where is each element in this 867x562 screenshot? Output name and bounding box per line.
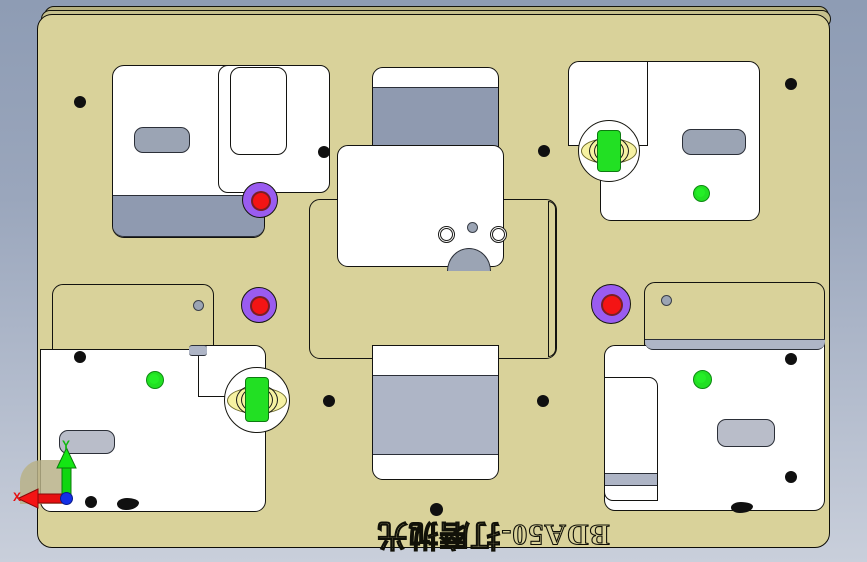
plate-engraving-label: BDA50-打磨抛光: [376, 517, 610, 551]
fixture-top-left-slot[interactable]: [134, 127, 190, 153]
y-axis-label: Y: [62, 438, 71, 452]
clamp-bottom-left-jaw[interactable]: [245, 377, 269, 422]
target-pin-lower-left-core: [251, 297, 269, 315]
clamp-top-right[interactable]: [578, 120, 640, 182]
center-bore-left-inner: [440, 228, 453, 241]
target-pin-lower-left[interactable]: [241, 287, 277, 323]
locating-pin-bottom-left-core: [149, 374, 159, 384]
center-bore-right-inner: [492, 228, 505, 241]
y-axis-icon: [56, 446, 77, 501]
fixture-bottom-left-ledge: [189, 345, 207, 356]
fixture-bottom-left-bore[interactable]: [193, 300, 204, 311]
fixture-bottom-left-upper-plate[interactable]: [52, 284, 214, 354]
target-pin-lower-right-core: [602, 295, 622, 315]
center-block[interactable]: [337, 145, 504, 267]
fixture-bottom-left-slot[interactable]: [59, 430, 115, 454]
fixture-bottom-right-ledge: [645, 339, 825, 350]
drill-hole[interactable]: [785, 78, 797, 90]
locating-pin-bottom-right[interactable]: [693, 370, 712, 389]
locating-pin-bottom-left[interactable]: [146, 371, 164, 389]
axis-triad-svg: [16, 446, 77, 509]
fixture-bottom-right-bore[interactable]: [661, 295, 672, 306]
center-arm-bottom-pad: [373, 375, 498, 455]
drill-hole[interactable]: [785, 471, 797, 483]
fixture-top-right-slot[interactable]: [682, 129, 746, 155]
drill-hole[interactable]: [537, 395, 549, 407]
target-pin-upper-left-core: [252, 192, 270, 210]
target-pin-upper-left[interactable]: [242, 182, 278, 218]
center-frame-edge: [548, 201, 556, 357]
fixture-bottom-right-slot[interactable]: [717, 419, 775, 447]
drill-hole[interactable]: [785, 353, 797, 365]
drill-hole[interactable]: [538, 145, 550, 157]
drill-hole[interactable]: [323, 395, 335, 407]
base-plate[interactable]: BDA50-打磨抛光: [37, 14, 830, 552]
drill-hole[interactable]: [74, 351, 86, 363]
fixture-bottom-left-chip: [117, 498, 139, 510]
locating-pin-top-right[interactable]: [693, 185, 710, 202]
target-pin-lower-right[interactable]: [591, 284, 631, 324]
clamp-top-right-jaw[interactable]: [597, 130, 621, 172]
fixture-top-left-pad: [113, 195, 264, 237]
drill-hole[interactable]: [85, 496, 97, 508]
fixture-bottom-right-upper-plate[interactable]: [644, 282, 825, 350]
drill-hole[interactable]: [430, 503, 443, 516]
center-pin-hole[interactable]: [467, 222, 478, 233]
locating-pin-bottom-right-core: [696, 373, 706, 383]
x-axis-label: X: [13, 490, 22, 504]
fixture-top-left-tab: [230, 67, 287, 155]
drill-hole[interactable]: [74, 96, 86, 108]
fixture-bottom-right-pocket-pad: [605, 473, 657, 486]
origin-marker-icon: [60, 492, 73, 505]
fixture-bottom-right-chip: [731, 502, 753, 513]
axis-triad: Y X: [8, 438, 100, 522]
locating-pin-top-right-core: [696, 188, 705, 197]
clamp-bottom-left[interactable]: [224, 367, 290, 433]
drill-hole[interactable]: [318, 146, 330, 158]
